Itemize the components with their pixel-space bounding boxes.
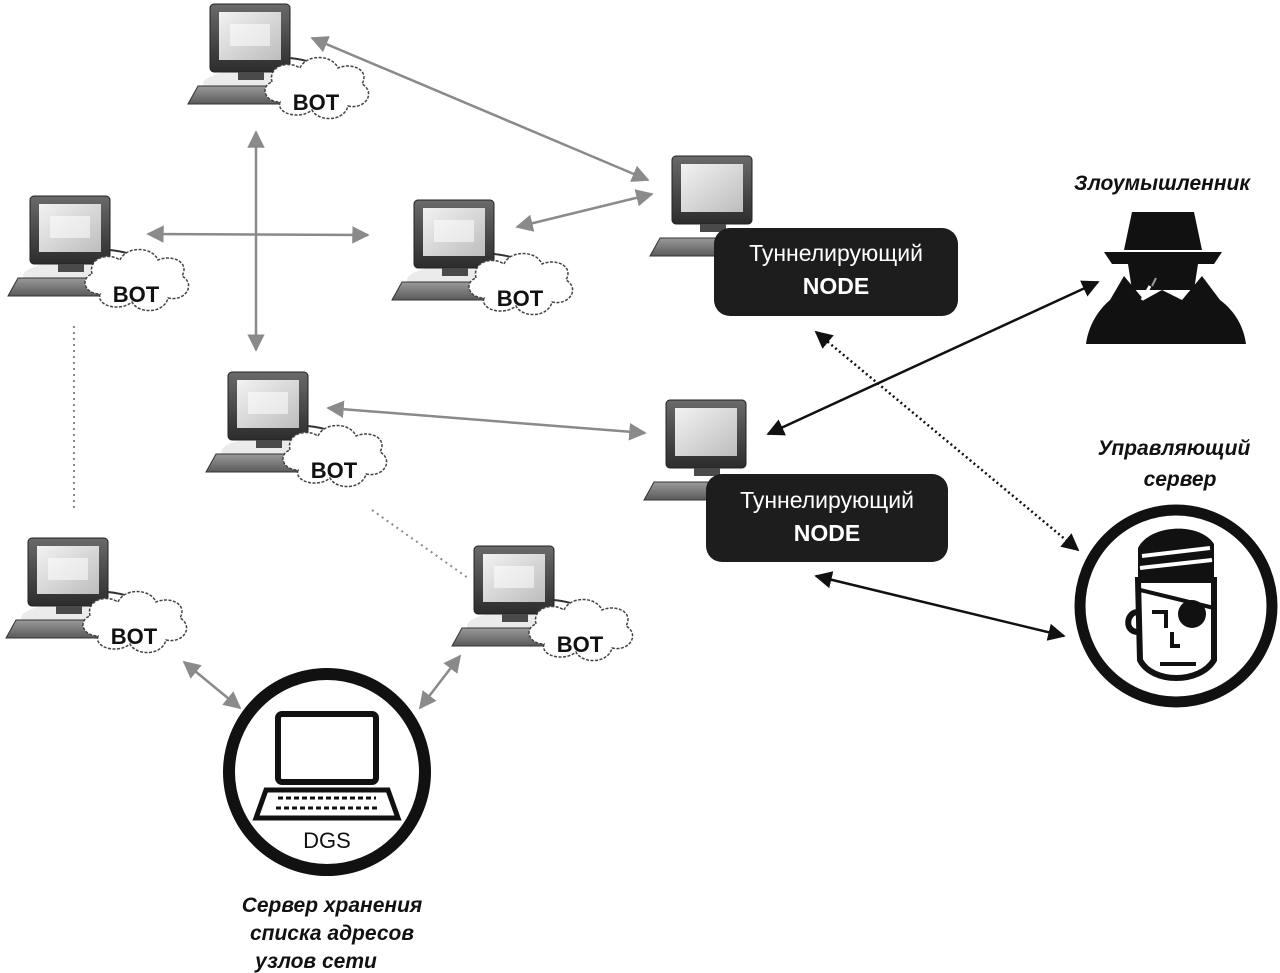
storage-server-dgs: DGS: [223, 668, 431, 876]
tunnel-node-title: Туннелирующий: [740, 487, 914, 513]
storage-caption-line2: списка адресов: [250, 922, 414, 945]
link-bot6-dgs: [418, 654, 462, 710]
bot-computer-3: BOT: [391, 199, 574, 316]
pirate-icon: [1074, 504, 1278, 708]
control-server-label-line2: сервер: [1144, 468, 1217, 491]
dgs-label: DGS: [303, 828, 351, 853]
bot-label: BOT: [311, 458, 358, 483]
bot-computer-4: BOT: [205, 371, 388, 488]
bot-label: BOT: [497, 286, 544, 311]
bot-computer-6: BOT: [451, 545, 634, 662]
bot-computer-2: BOT: [7, 195, 190, 312]
tunnel-node-subtitle: NODE: [803, 273, 869, 299]
link-bot5-dgs: [182, 660, 242, 710]
storage-caption-line1: Сервер хранения: [242, 894, 423, 917]
bot-label: BOT: [293, 90, 340, 115]
tunnel-node-subtitle: NODE: [794, 520, 860, 546]
bot-label: BOT: [113, 282, 160, 307]
bot-computer-1: BOT: [187, 3, 370, 120]
tunnel-node-title: Туннелирующий: [749, 240, 923, 266]
link-node2-control-server: [814, 571, 1066, 641]
link-bot1-node1: [310, 36, 650, 182]
tunnel-node-box: [706, 474, 948, 562]
bot-label: BOT: [557, 632, 604, 657]
control-server-label-line1: Управляющий: [1098, 437, 1251, 460]
link-bot3-node1: [515, 189, 654, 232]
bot-computer-5: BOT: [5, 537, 188, 654]
link-bot2-bot3: [146, 225, 370, 244]
bot-label: BOT: [111, 624, 158, 649]
dotted-link-bot4-bot6: [371, 509, 469, 579]
tunnel-node-box: [714, 228, 958, 316]
tunnel-node-1: Туннелирующий NODE: [649, 155, 958, 316]
laptop-icon: [252, 711, 402, 821]
tunnel-node-2: Туннелирующий NODE: [643, 399, 948, 562]
storage-caption-line3: узлов сети: [254, 950, 377, 973]
link-node1-control-server: [814, 330, 1080, 552]
link-bot4-node2: [326, 400, 647, 441]
spy-icon: [1086, 212, 1246, 344]
attacker-label: Злоумышленник: [1074, 172, 1251, 195]
